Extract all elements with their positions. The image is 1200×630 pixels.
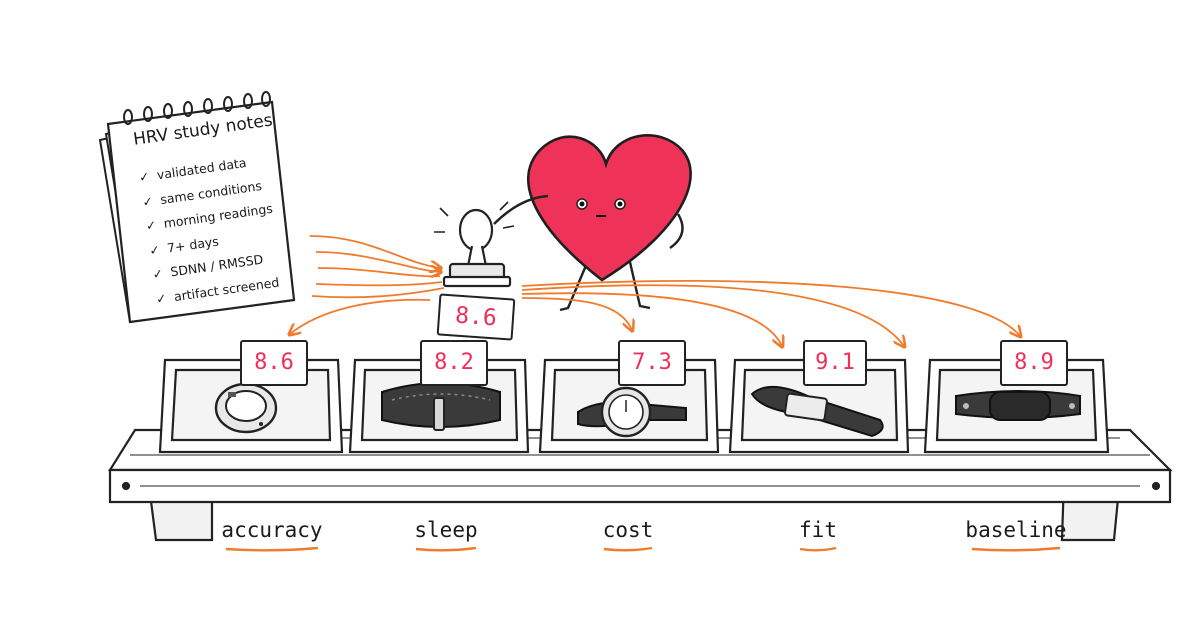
ring-icon bbox=[214, 382, 278, 434]
criterion-underlines bbox=[225, 546, 1061, 552]
rubber-stamp-icon bbox=[434, 201, 515, 288]
heart-mascot bbox=[493, 134, 692, 312]
spiral-notepad bbox=[98, 91, 296, 324]
flow-arrows bbox=[290, 235, 1020, 346]
band-icon bbox=[381, 382, 501, 431]
spiral-binding bbox=[123, 91, 271, 125]
chest-strap-icon bbox=[955, 390, 1081, 421]
strap-icon bbox=[750, 385, 884, 438]
watch-icon bbox=[577, 386, 687, 438]
